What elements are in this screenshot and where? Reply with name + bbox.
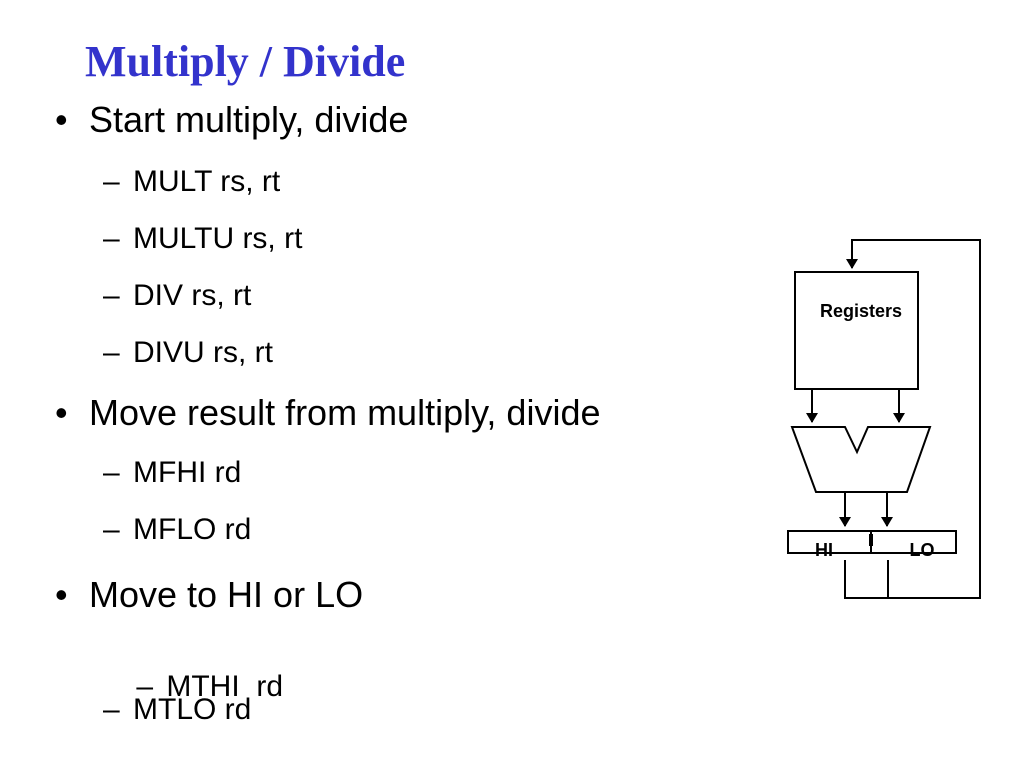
- subitem-multu: –MULTU rs, rt: [103, 222, 302, 256]
- bullet-start-multiply-divide: • Start multiply, divide: [55, 100, 408, 140]
- alu-shape: [790, 426, 932, 493]
- sub-mark: –: [103, 222, 120, 255]
- bullet-text: Move to HI or LO: [89, 574, 364, 615]
- subitem-text: MTHI rd: [166, 670, 284, 703]
- bullet-mark: •: [55, 99, 68, 140]
- subitem-mthi: –MTHI rd: [103, 636, 283, 738]
- subitem-mtlo: –MTLO rd: [103, 693, 251, 727]
- sub-mark: –: [103, 513, 120, 546]
- subitem-div: –DIV rs, rt: [103, 279, 251, 313]
- sub-mark: –: [136, 670, 154, 703]
- subitem-text: MFLO rd: [133, 513, 252, 546]
- lo-label: LO: [910, 540, 935, 560]
- bullet-text: Move result from multiply, divide: [89, 392, 601, 433]
- subitem-text: DIVU rs, rt: [133, 336, 273, 369]
- bullet-mark: •: [55, 392, 68, 433]
- registers-label: Registers: [820, 301, 902, 321]
- bullet-move-result: • Move result from multiply, divide: [55, 393, 601, 433]
- registers-box: [794, 271, 919, 390]
- subitem-mfhi: –MFHI rd: [103, 456, 241, 490]
- hi-label: HI: [815, 540, 833, 560]
- bullet-text: Start multiply, divide: [89, 99, 409, 140]
- slide-title: Multiply / Divide: [85, 37, 406, 86]
- hi-lo-registers: HI LO: [787, 530, 957, 560]
- sub-mark: –: [103, 336, 120, 369]
- subitem-text: MTLO rd: [133, 693, 252, 726]
- subitem-text: MULTU rs, rt: [133, 222, 303, 255]
- datapath-diagram: Registers HI LO: [787, 239, 981, 599]
- sub-mark: –: [103, 279, 120, 312]
- feedback-loop: [844, 239, 981, 599]
- subitem-text: MULT rs, rt: [133, 165, 281, 198]
- sub-mark: –: [103, 693, 120, 726]
- subitem-mult: –MULT rs, rt: [103, 165, 280, 199]
- bullet-mark: •: [55, 574, 68, 615]
- subitem-divu: –DIVU rs, rt: [103, 336, 273, 370]
- registers-block: Registers: [794, 271, 919, 390]
- subitem-text: MFHI rd: [133, 456, 242, 489]
- sub-mark: –: [103, 456, 120, 489]
- feedback-arrow: [844, 239, 981, 599]
- subitem-mflo: –MFLO rd: [103, 513, 251, 547]
- subitem-text: DIV rs, rt: [133, 279, 252, 312]
- sub-mark: –: [103, 165, 120, 198]
- bullet-move-to-hi-lo: • Move to HI or LO: [55, 575, 363, 615]
